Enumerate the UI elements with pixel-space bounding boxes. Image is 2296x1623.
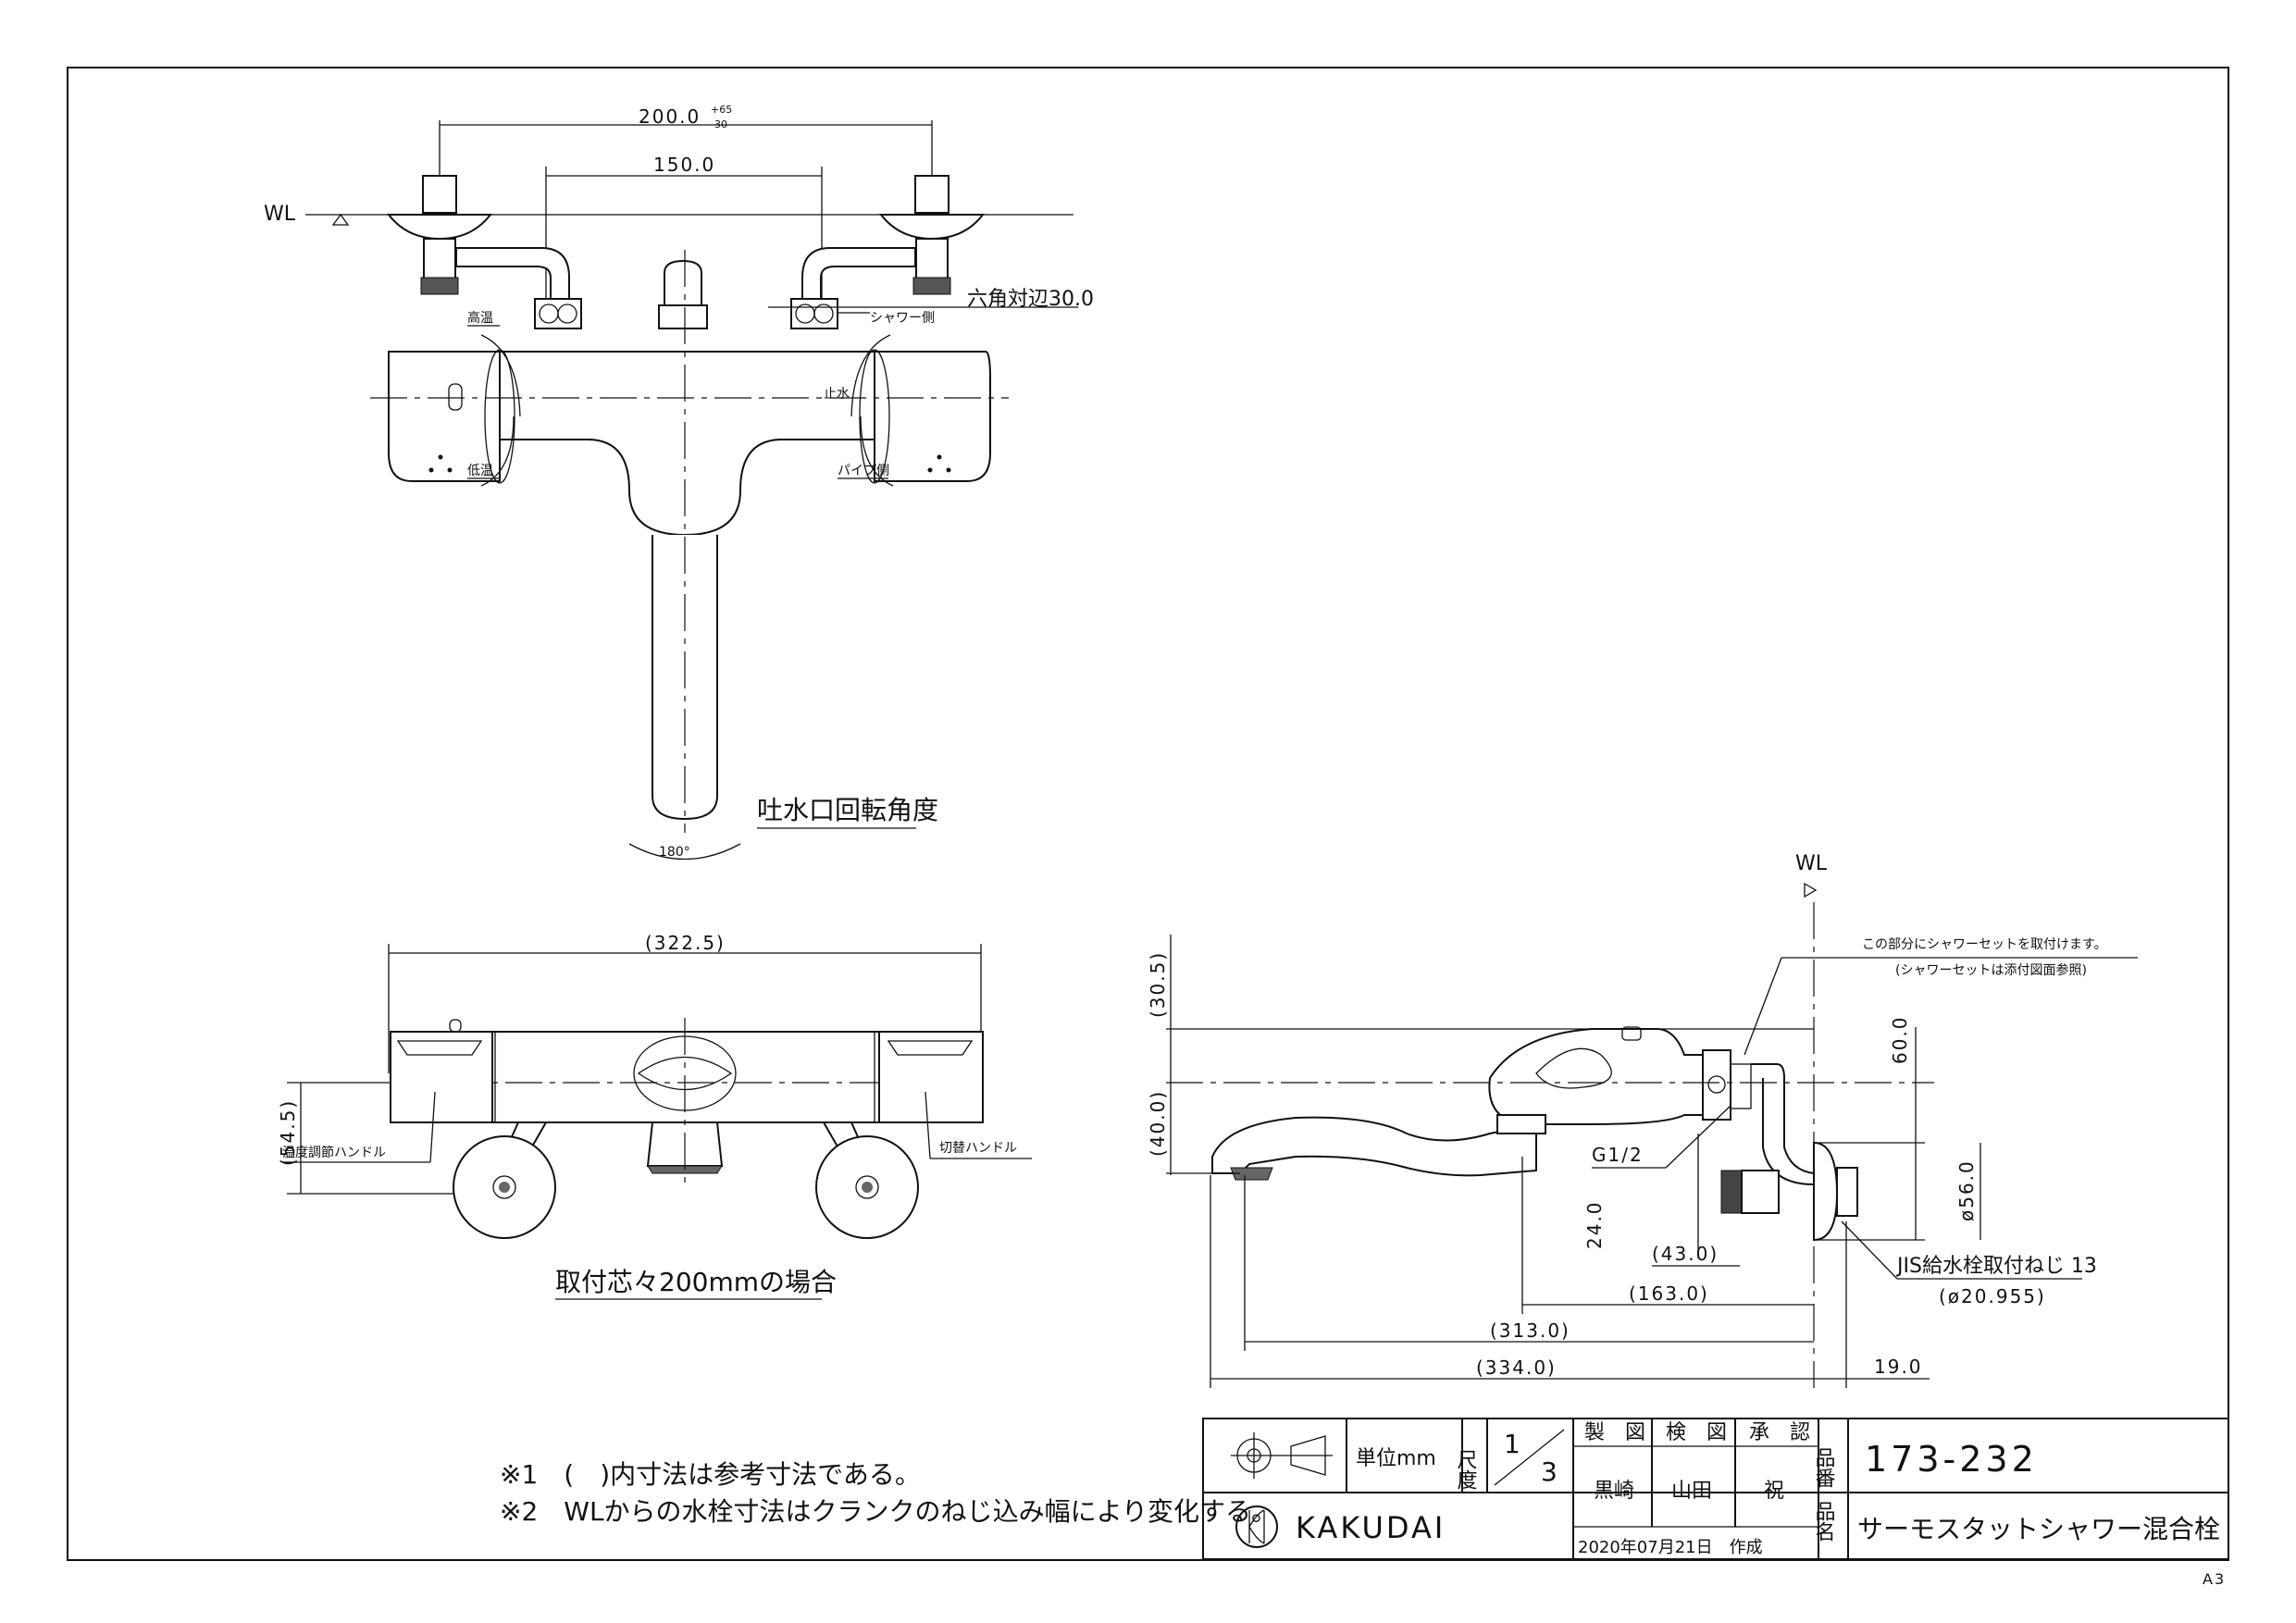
top-view: WL 200.0 +65 -30 150.0 (264, 104, 1094, 861)
dim-200: 200.0 (639, 105, 701, 128)
approved-label: 承 認 (1749, 1421, 1810, 1444)
side-crank (1751, 1063, 1815, 1174)
dim-40: (40.0) (1147, 1090, 1169, 1157)
paper-size: A3 (2203, 1570, 2226, 1588)
dim-200-tol-lower: -30 (711, 118, 727, 130)
title-block: 単位mm 尺度 1 3 製 図 検 図 承 認 黒崎 山田 祝 2020年07月… (1202, 1418, 2229, 1560)
scale-num: 1 (1504, 1429, 1520, 1459)
unit-label: 単位mm (1356, 1447, 1436, 1470)
label-jis-dia: (ø20.955) (1939, 1285, 2046, 1307)
scale-label: 尺度 (1454, 1449, 1478, 1490)
part-no: 173-232 (1865, 1439, 2038, 1480)
dim-334: (334.0) (1476, 1357, 1557, 1379)
dim-30-5: (30.5) (1147, 951, 1169, 1018)
dim-200-tol-upper: +65 (711, 104, 732, 116)
approved-by: 祝 (1764, 1480, 1784, 1503)
front-view: (322.5) (54.5) 温度調節ハンドル 切替ハンドル (277, 932, 1032, 1300)
dim-313: (313.0) (1490, 1319, 1570, 1342)
temp-handle-front (390, 1031, 493, 1123)
notes: ※1 ( )内寸法は参考寸法である。 ※2 WLからの水栓寸法はクランクのねじ込… (500, 1459, 1277, 1527)
label-low-temp: 低温 (467, 464, 493, 478)
brand-name: KAKUDAI (1296, 1510, 1446, 1545)
label-switch-handle: 切替ハンドル (939, 1141, 1017, 1156)
right-flange (878, 214, 986, 241)
note-1: ※1 ( )内寸法は参考寸法である。 (500, 1459, 921, 1490)
dim-150: 150.0 (653, 154, 715, 176)
label-pipe-side: パイプ側 (838, 464, 889, 478)
top-knob (664, 259, 702, 306)
note-2: ※2 WLからの水栓寸法はクランクのねじ込み幅により変化する。 (500, 1496, 1277, 1527)
left-crank (455, 247, 570, 306)
drawn-by: 黒崎 (1594, 1480, 1634, 1503)
dim-24: 24.0 (1583, 1200, 1606, 1249)
label-shower-side: シャワー側 (870, 311, 935, 326)
label-temp-handle: 温度調節ハンドル (282, 1145, 386, 1160)
right-handle-top (874, 351, 991, 482)
side-wl-triangle-icon (1804, 882, 1818, 898)
dim-56: ø56.0 (1955, 1159, 1978, 1221)
label-stop-water: 止水 (824, 387, 850, 402)
part-no-label: 品番 (1812, 1447, 1836, 1488)
dim-front-height: (54.5) (277, 1099, 299, 1166)
label-spout-rotation: 吐水口回転角度 (757, 795, 938, 825)
wl-triangle-icon (331, 213, 350, 226)
product-name: サーモスタットシャワー混合栓 (1857, 1514, 2220, 1544)
drawn-label: 製 図 (1584, 1421, 1645, 1444)
name-label: 品名 (1812, 1501, 1835, 1542)
label-high-temp: 高温 (467, 310, 493, 326)
right-crank (801, 247, 916, 306)
switch-handle-front (878, 1031, 984, 1123)
dim-43: (43.0) (1652, 1243, 1719, 1265)
scale-den: 3 (1541, 1456, 1558, 1487)
dim-19: 19.0 (1874, 1356, 1923, 1378)
side-spout (1211, 1116, 1537, 1177)
dim-60: 60.0 (1889, 1015, 1911, 1064)
side-wl-label: WL (1795, 852, 1828, 875)
date: 2020年07月21日 作成 (1578, 1538, 1763, 1557)
dim-front-width: (322.5) (645, 932, 726, 954)
rotation-arc (628, 843, 741, 861)
checked-by: 山田 (1671, 1480, 1712, 1503)
left-handle-top (388, 351, 501, 482)
label-angle: 180° (659, 845, 690, 860)
side-note-1: この部分にシャワーセットを取付けます。 (1862, 937, 2107, 952)
front-view-caption: 取付芯々200mmの場合 (555, 1267, 837, 1297)
label-jis: JIS給水栓取付ねじ 13 (1895, 1255, 2097, 1278)
sheet-border (67, 67, 2229, 1561)
left-flange (386, 214, 493, 241)
dim-163: (163.0) (1629, 1282, 1709, 1305)
side-wall-flange (1813, 1141, 1839, 1242)
checked-label: 検 図 (1666, 1421, 1727, 1444)
side-view: WL この部分にシャワーセットを取付けます。 (シャワーセットは添付図面参照) (1147, 852, 2138, 1388)
side-body (1488, 1028, 1704, 1125)
wl-label: WL (264, 203, 296, 226)
kakudai-logo-icon (1235, 1505, 1278, 1548)
side-note-2: (シャワーセットは添付図面参照) (1895, 962, 2087, 978)
label-g12: G1/2 (1592, 1144, 1644, 1166)
